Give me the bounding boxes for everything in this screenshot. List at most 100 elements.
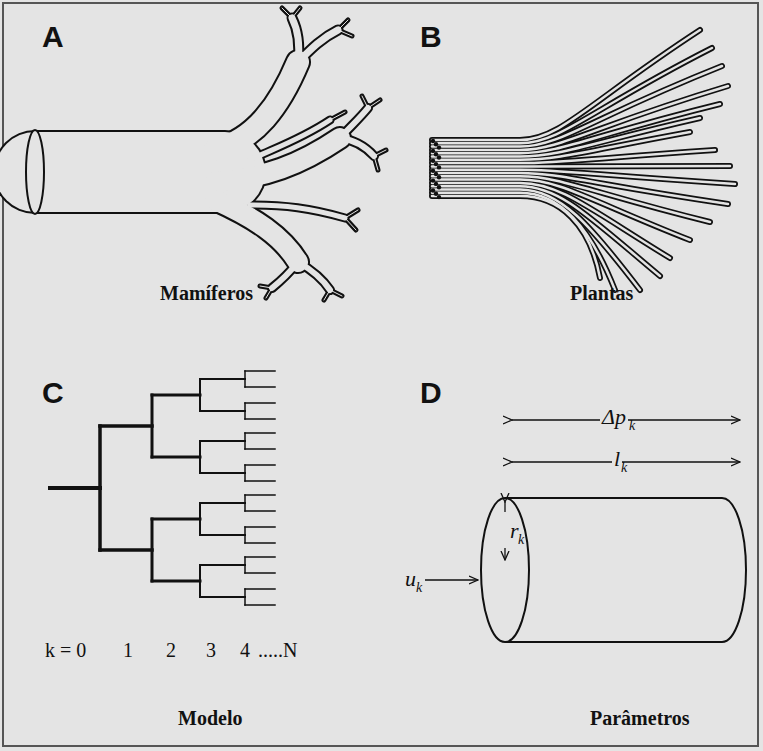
stroke <box>431 139 435 143</box>
stroke <box>50 486 100 490</box>
stroke <box>338 30 352 36</box>
stroke <box>245 604 275 606</box>
stroke <box>434 182 438 186</box>
subscript: k <box>629 419 635 433</box>
stroke <box>338 20 348 30</box>
stroke <box>244 589 246 605</box>
stroke <box>330 290 342 296</box>
stroke <box>434 142 438 146</box>
stroke <box>200 564 245 566</box>
stroke <box>434 152 438 156</box>
stroke <box>282 8 292 18</box>
stroke <box>266 288 272 298</box>
stroke <box>437 145 441 149</box>
stroke <box>244 495 246 511</box>
mammal-vessels <box>26 8 386 300</box>
symbol: u <box>403 568 418 590</box>
stroke <box>340 138 374 156</box>
stroke <box>282 8 292 18</box>
stroke <box>266 288 272 298</box>
stroke <box>244 403 246 419</box>
stroke <box>245 480 275 482</box>
stroke <box>437 185 441 189</box>
stroke <box>324 290 330 300</box>
stroke <box>432 190 640 291</box>
stroke <box>340 138 374 156</box>
stroke <box>245 494 275 496</box>
stroke <box>432 150 715 163</box>
level-index: .....N <box>258 640 297 660</box>
stroke <box>434 192 438 196</box>
stroke <box>374 156 378 170</box>
stroke <box>152 518 200 521</box>
stroke <box>245 448 275 450</box>
caption-label: Plantas <box>570 283 633 303</box>
level-index: 1 <box>123 640 133 660</box>
stroke <box>35 130 225 214</box>
stroke <box>345 218 356 230</box>
stroke <box>431 169 435 173</box>
stroke <box>324 290 330 300</box>
stroke <box>200 596 245 598</box>
stroke <box>338 30 352 36</box>
stroke <box>215 62 298 150</box>
cylinder <box>425 420 746 642</box>
caption-label: Modelo <box>178 708 242 728</box>
stroke <box>330 112 345 120</box>
stroke <box>245 510 275 512</box>
stroke <box>245 526 275 528</box>
panel-letter: A <box>42 22 64 52</box>
stroke <box>245 588 275 590</box>
stroke <box>431 159 435 163</box>
stroke <box>151 395 154 457</box>
stroke <box>250 120 330 160</box>
stroke <box>199 503 201 535</box>
level-index: k = 0 <box>45 640 86 660</box>
stroke <box>432 86 728 150</box>
stroke <box>432 48 712 143</box>
stroke <box>152 394 200 397</box>
stroke <box>272 262 298 288</box>
stroke <box>368 100 380 108</box>
stroke <box>292 8 300 18</box>
stroke <box>244 465 246 481</box>
stroke <box>432 104 720 153</box>
stroke <box>200 410 245 412</box>
stroke <box>245 572 275 574</box>
stroke <box>437 175 441 179</box>
stroke <box>298 30 338 62</box>
caption-label: Mamíferos <box>160 283 253 303</box>
stroke <box>215 200 298 262</box>
subscript: k <box>518 533 524 547</box>
stroke <box>35 132 225 212</box>
stroke <box>200 502 245 504</box>
stroke <box>199 565 201 597</box>
plant-vessels <box>431 30 735 290</box>
stroke <box>437 195 441 199</box>
stroke <box>260 286 272 288</box>
stroke <box>151 519 154 581</box>
stroke <box>245 542 275 544</box>
stroke <box>200 378 245 380</box>
stroke <box>437 165 441 169</box>
stroke <box>245 386 275 388</box>
stroke <box>200 472 245 474</box>
stroke <box>245 418 275 420</box>
stroke <box>199 379 201 411</box>
stroke <box>245 464 275 466</box>
level-index: 3 <box>206 640 216 660</box>
stroke <box>374 150 386 156</box>
stroke <box>330 112 345 120</box>
panel-letter: D <box>420 378 442 408</box>
stroke <box>437 155 441 159</box>
stroke <box>272 262 298 288</box>
stroke <box>215 62 298 150</box>
stroke <box>245 402 275 404</box>
caption-label: Parâmetros <box>590 708 690 728</box>
stroke <box>345 210 358 218</box>
panel-letter: C <box>42 378 64 408</box>
stroke <box>431 149 435 153</box>
stroke <box>432 193 615 290</box>
stroke <box>244 433 246 449</box>
stroke <box>432 196 600 278</box>
